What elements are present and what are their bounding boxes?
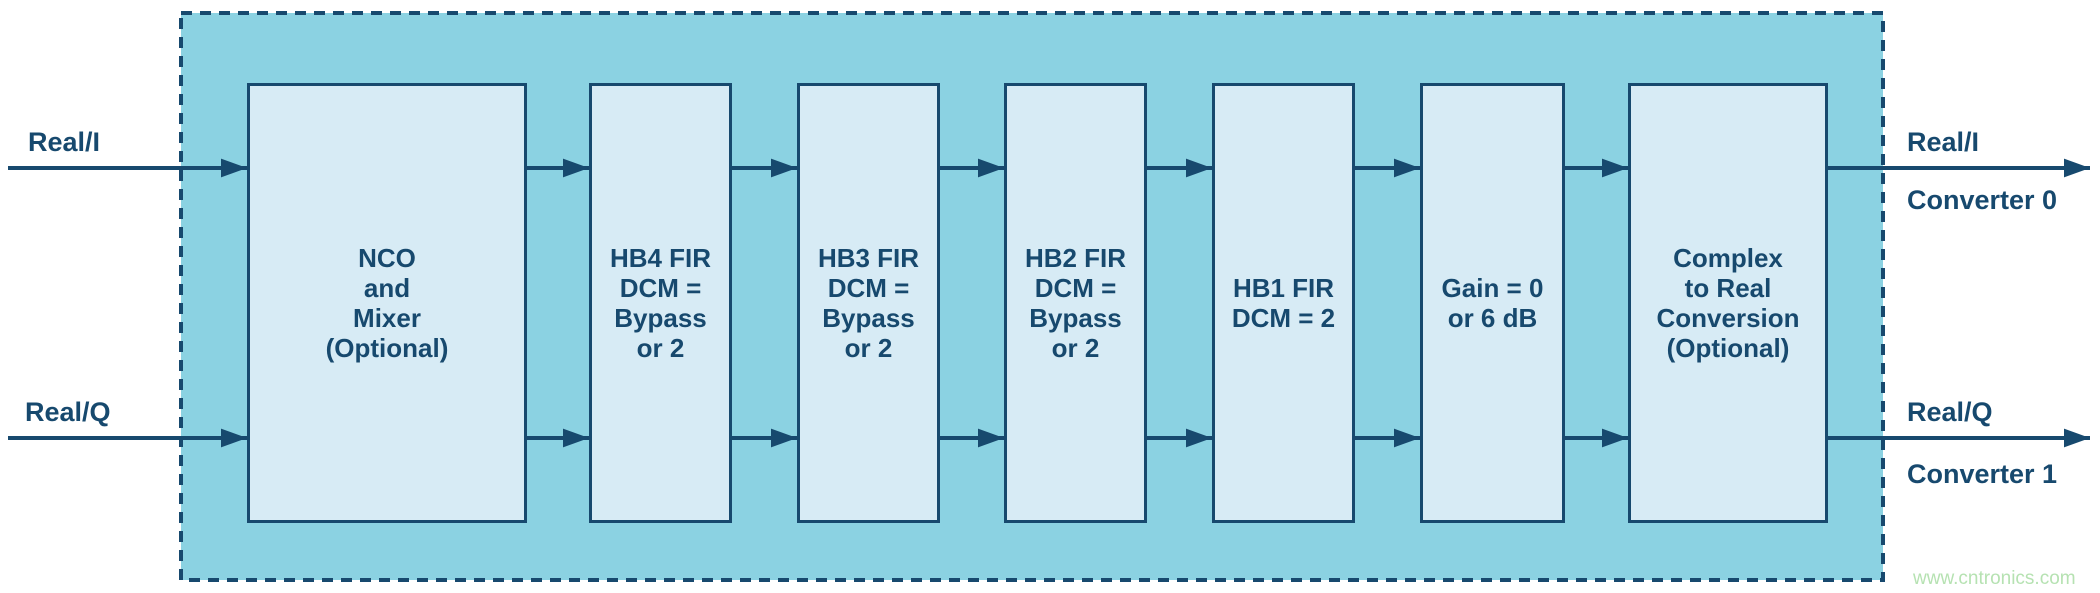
input-label-real-i: Real/I — [28, 127, 101, 157]
block-hb2-fir-label: HB2 FIR DCM = Bypass or 2 — [1024, 243, 1127, 363]
output-label-real-i: Real/I — [1907, 127, 1980, 157]
signal-arrows — [8, 158, 2090, 448]
block-nco-mixer: NCO and Mixer (Optional) — [247, 83, 527, 523]
block-gain: Gain = 0 or 6 dB — [1420, 83, 1565, 523]
block-hb4-fir-label: HB4 FIR DCM = Bypass or 2 — [609, 243, 712, 363]
block-nco-mixer-label: NCO and Mixer (Optional) — [325, 243, 449, 363]
output-label-converter-1: Converter 1 — [1907, 459, 2058, 489]
block-hb1-fir-label: HB1 FIR DCM = 2 — [1231, 273, 1336, 333]
block-hb4-fir: HB4 FIR DCM = Bypass or 2 — [589, 83, 732, 523]
output-label-converter-0: Converter 0 — [1907, 185, 2058, 215]
watermark-text: www.cntronics.com — [1913, 568, 2076, 589]
output-label-real-q: Real/Q — [1907, 397, 1993, 427]
block-complex-to-real-label: Complex to Real Conversion (Optional) — [1656, 243, 1800, 363]
block-hb1-fir: HB1 FIR DCM = 2 — [1212, 83, 1355, 523]
block-complex-to-real: Complex to Real Conversion (Optional) — [1628, 83, 1828, 523]
block-hb3-fir-label: HB3 FIR DCM = Bypass or 2 — [817, 243, 920, 363]
block-hb2-fir: HB2 FIR DCM = Bypass or 2 — [1004, 83, 1147, 523]
input-label-real-q: Real/Q — [25, 397, 111, 427]
block-gain-label: Gain = 0 or 6 dB — [1441, 273, 1544, 333]
block-hb3-fir: HB3 FIR DCM = Bypass or 2 — [797, 83, 940, 523]
